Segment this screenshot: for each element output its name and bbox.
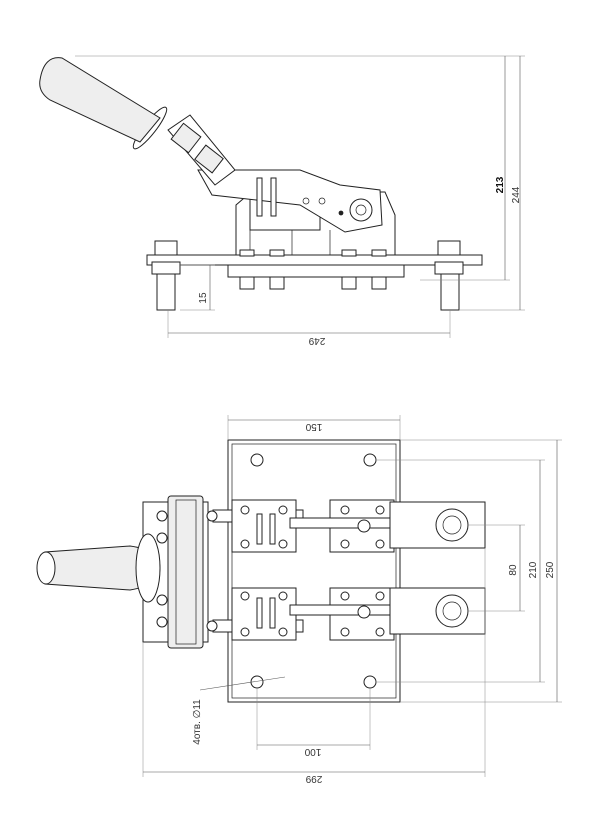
- side-pivot-bolt: [349, 198, 373, 222]
- side-handle-nut-2: [194, 144, 224, 174]
- dim-label-213: 213: [495, 176, 506, 193]
- dim-label-100: 100: [304, 746, 321, 757]
- dim-label-150: 150: [305, 421, 322, 432]
- dim-label-80: 80: [508, 564, 519, 576]
- side-base-plate: [146, 254, 483, 266]
- top-handle-guard: [135, 533, 161, 603]
- dim-label-244: 244: [511, 186, 522, 203]
- side-terminal-left: [151, 240, 181, 311]
- top-blade-upper: [212, 499, 486, 553]
- dim-label-210: 210: [528, 561, 539, 578]
- side-arm-hole-3: [338, 210, 344, 216]
- side-lower-plate: [227, 264, 405, 278]
- top-blade-lower: [212, 587, 486, 641]
- side-arm-hole-1: [302, 197, 310, 205]
- side-pivot-arm: [197, 169, 383, 233]
- side-handle-nut-1: [170, 122, 202, 154]
- side-pivot-bolt-inner: [355, 204, 367, 216]
- side-pin-1: [256, 177, 263, 217]
- side-arm-hole-2: [318, 197, 326, 205]
- top-frame-bolts: [156, 510, 218, 632]
- top-handle-bar-inner: [175, 499, 197, 645]
- dim-label-299: 299: [305, 773, 322, 784]
- dim-label-250: 250: [545, 561, 556, 578]
- dim-label-15: 15: [198, 292, 209, 304]
- side-view: 244 213 15 249: [39, 55, 525, 346]
- side-base-bolts: [239, 249, 387, 290]
- side-pin-2: [270, 177, 277, 217]
- side-handle-grip: [39, 57, 161, 143]
- top-handle-grip-end: [36, 551, 56, 585]
- side-terminal-right: [434, 240, 464, 311]
- top-base-plate: [227, 439, 401, 703]
- top-base-plate-inner: [231, 443, 397, 699]
- holes-note: 4отв. ∅11: [192, 699, 203, 745]
- top-view: 150 80 210 250 100 299 4отв. ∅11: [36, 415, 562, 784]
- dim-label-249: 249: [308, 335, 325, 346]
- holes-leader-line: [199, 676, 286, 691]
- top-handle-bar: [167, 495, 204, 649]
